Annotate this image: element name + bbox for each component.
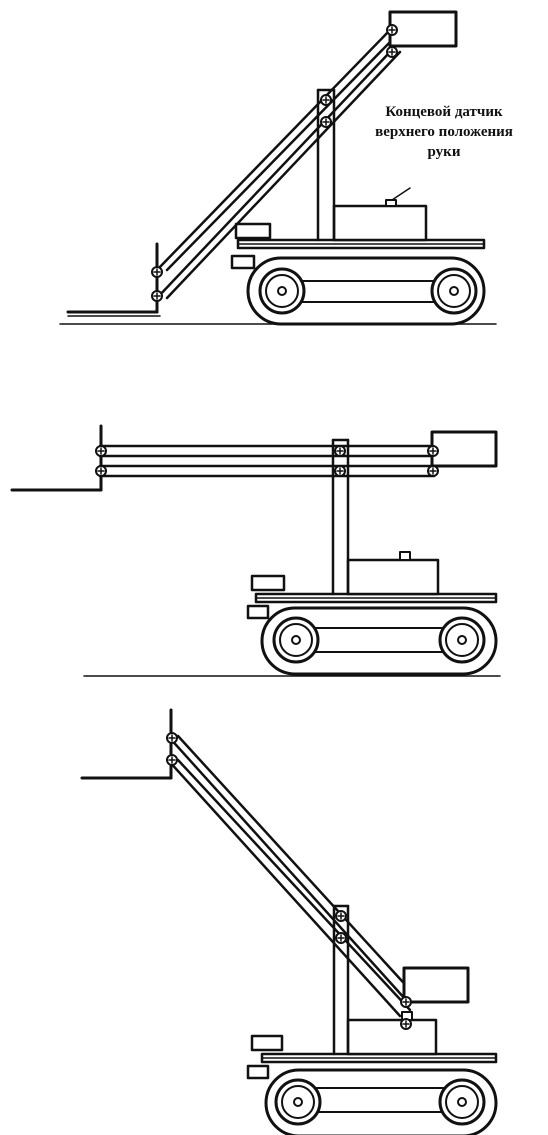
- annotation-line-2: верхнего положения: [375, 124, 513, 140]
- annotation-line-1: Концевой датчик: [385, 104, 503, 120]
- annotation-line-3: руки: [427, 144, 461, 160]
- track-chassis: [266, 1070, 496, 1135]
- mast: [333, 440, 348, 594]
- parallel-arm: [100, 446, 434, 476]
- sensor-leader-line: [392, 188, 410, 200]
- view-1-arm-lowered: [60, 12, 496, 324]
- view-3-arm-raised: [82, 710, 496, 1135]
- counterweight: [404, 968, 468, 1002]
- view-2-arm-horizontal: [12, 426, 500, 676]
- fork: [68, 244, 160, 316]
- parallel-arm: [157, 30, 400, 298]
- platform-deck: [232, 224, 484, 268]
- battery-box: [334, 200, 426, 240]
- fork: [12, 426, 101, 490]
- track-chassis: [248, 258, 484, 324]
- battery-box: [348, 1012, 436, 1054]
- platform-deck: [248, 576, 496, 618]
- track-chassis: [262, 608, 496, 674]
- fork: [82, 710, 171, 778]
- parallel-arm: [168, 736, 412, 1016]
- battery-box: [348, 552, 438, 594]
- sensor-annotation: Концевой датчик верхнего положения руки: [338, 102, 548, 162]
- pivot-pins: [94, 444, 440, 478]
- mast: [334, 906, 348, 1054]
- counterweight: [390, 12, 456, 46]
- counterweight: [432, 432, 496, 466]
